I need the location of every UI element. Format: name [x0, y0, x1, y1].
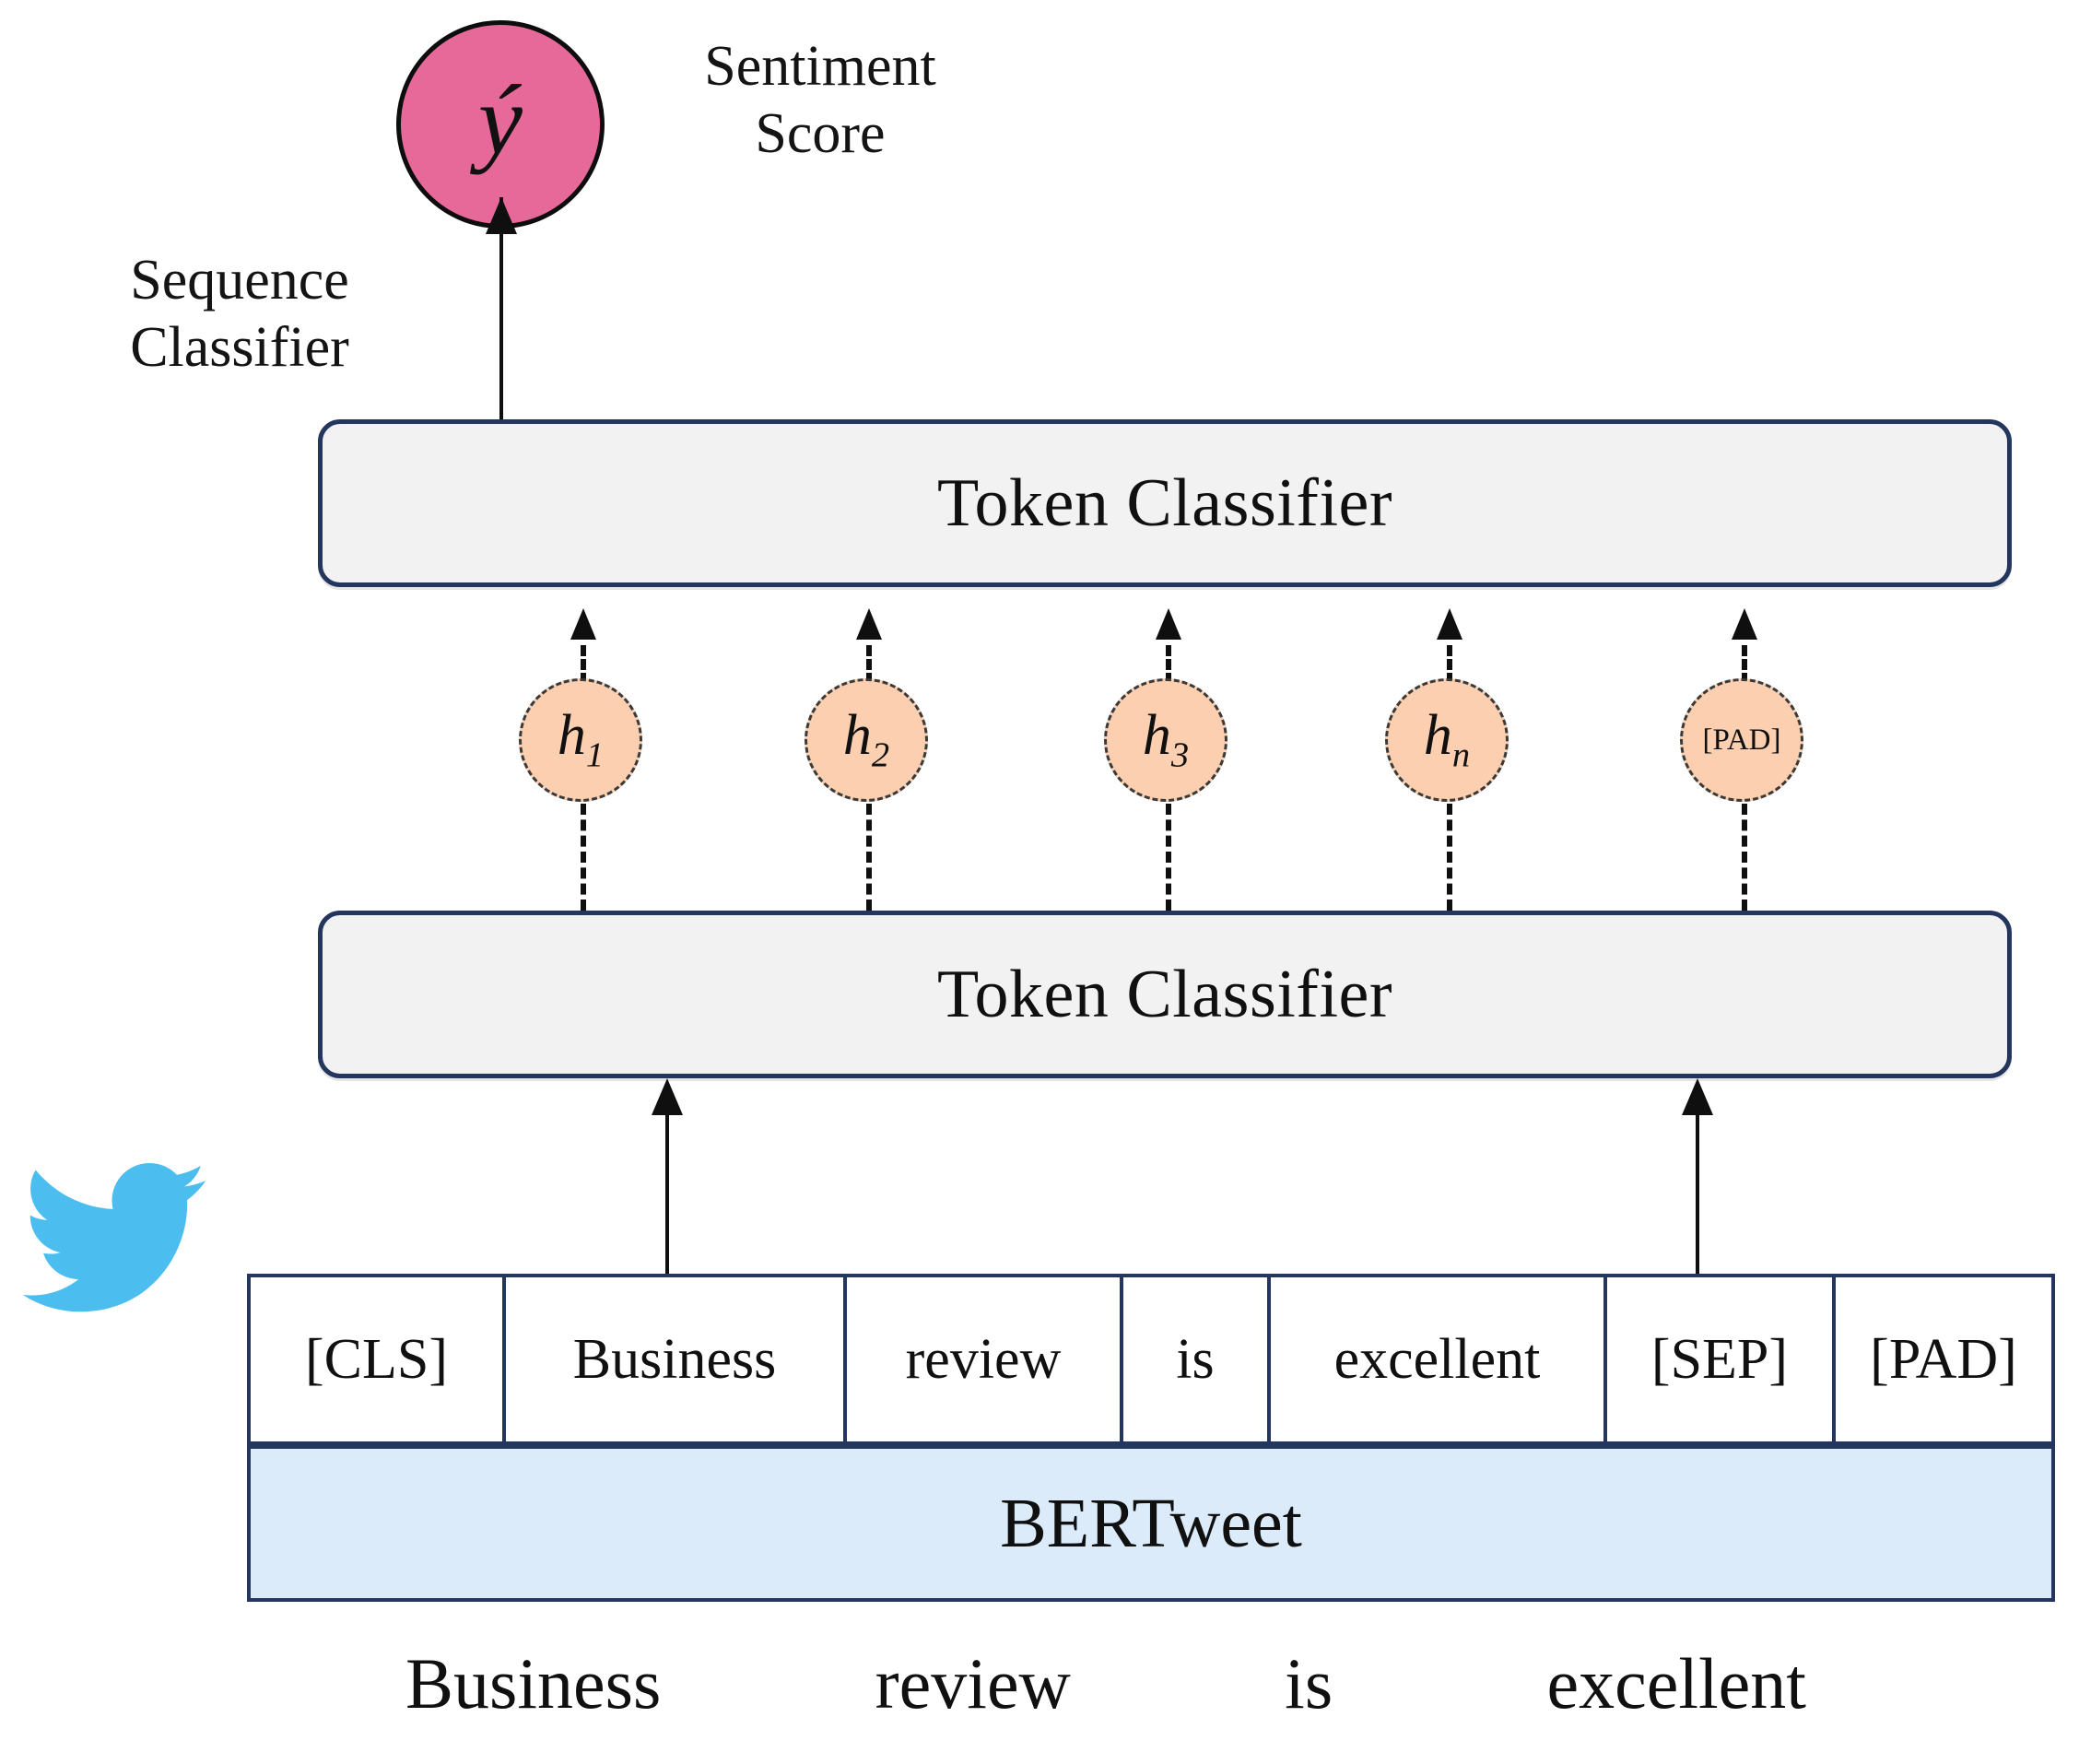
token-label: [PAD] — [1870, 1327, 2017, 1391]
hidden-state-label-h3: h3 — [1142, 704, 1190, 775]
bertweet-label: BERTweet — [1000, 1484, 1302, 1562]
dashed-line-bottom-classifier-to-hn — [1447, 804, 1452, 911]
arrow-line-classifier-to-output — [499, 197, 503, 420]
predicted-sentiment-glyph: ý — [478, 65, 523, 175]
input-word: excellent — [1546, 1643, 1806, 1723]
arrow-head-h2-to-top-classifier — [856, 608, 882, 640]
hidden-state-label-h2: h2 — [842, 704, 890, 775]
dashed-line-h3-to-top-classifier — [1166, 645, 1171, 684]
token-cell[interactable]: [PAD] — [1836, 1277, 2051, 1441]
dashed-line-h2-to-top-classifier — [866, 645, 872, 684]
token-label: excellent — [1333, 1327, 1541, 1391]
dashed-line-bottom-classifier-to-h3 — [1166, 804, 1171, 911]
hidden-state-node-hn: hn — [1385, 678, 1509, 802]
token-cell[interactable]: [CLS] — [251, 1277, 506, 1441]
arrow-line-tokens-to-bottom-classifier-right — [1696, 1113, 1699, 1276]
input-word: review — [875, 1643, 1071, 1723]
token-cell[interactable]: Business — [506, 1277, 847, 1441]
dashed-line-hpad-to-top-classifier — [1742, 645, 1747, 684]
token-cell[interactable]: [SEP] — [1607, 1277, 1836, 1441]
hidden-state-node-h1: h1 — [519, 678, 642, 802]
arrow-head-classifier-to-output — [486, 197, 517, 234]
arrow-head-tokens-to-bottom-classifier-right — [1682, 1078, 1713, 1115]
token-label: [SEP] — [1650, 1327, 1789, 1391]
token-cell[interactable]: excellent — [1271, 1277, 1607, 1441]
token-classifier-bottom[interactable]: Token Classifier — [318, 911, 2012, 1078]
dashed-line-bottom-classifier-to-h2 — [866, 804, 872, 911]
arrow-head-hn-to-top-classifier — [1437, 608, 1462, 640]
token-cell[interactable]: review — [847, 1277, 1123, 1441]
token-label: is — [1176, 1327, 1215, 1391]
arrow-head-hpad-to-top-classifier — [1732, 608, 1757, 640]
bertweet-encoder-box[interactable]: BERTweet — [247, 1445, 2055, 1602]
hidden-state-node-h2: h2 — [805, 678, 928, 802]
input-sentence: Business review is excellent — [405, 1642, 1806, 1725]
token-label: review — [905, 1327, 1062, 1391]
token-label: Business — [572, 1327, 777, 1391]
dashed-line-h1-to-top-classifier — [581, 645, 586, 684]
arrow-head-h3-to-top-classifier — [1156, 608, 1181, 640]
input-word: Business — [405, 1643, 662, 1723]
sequence-classifier-label: Sequence Classifier — [130, 249, 349, 380]
arrow-line-tokens-to-bottom-classifier-left — [665, 1113, 669, 1276]
token-classifier-bottom-label: Token Classifier — [937, 956, 1392, 1032]
hidden-state-label-h1: h1 — [557, 704, 605, 775]
sentiment-score-label: Sentiment Score — [704, 35, 936, 166]
arrow-head-h1-to-top-classifier — [570, 608, 596, 640]
hidden-state-node-h3: h3 — [1104, 678, 1227, 802]
input-word: is — [1285, 1643, 1333, 1723]
dashed-line-bottom-classifier-to-hpad — [1742, 804, 1747, 911]
token-strip: [CLS] Business review is excellent [SEP]… — [247, 1274, 2055, 1445]
twitter-bird-icon — [22, 1159, 206, 1316]
token-classifier-top-label: Token Classifier — [937, 465, 1392, 541]
token-classifier-top[interactable]: Token Classifier — [318, 419, 2012, 587]
dashed-line-hn-to-top-classifier — [1447, 645, 1452, 684]
arrow-head-tokens-to-bottom-classifier-left — [652, 1078, 683, 1115]
dashed-line-bottom-classifier-to-h1 — [581, 804, 586, 911]
hidden-state-label-pad: [PAD] — [1702, 723, 1781, 757]
predicted-sentiment-node: ý — [396, 20, 605, 229]
hidden-state-label-hn: hn — [1423, 704, 1471, 775]
token-label: [CLS] — [305, 1327, 448, 1391]
hidden-state-node-pad: [PAD] — [1680, 678, 1803, 802]
token-cell[interactable]: is — [1123, 1277, 1271, 1441]
